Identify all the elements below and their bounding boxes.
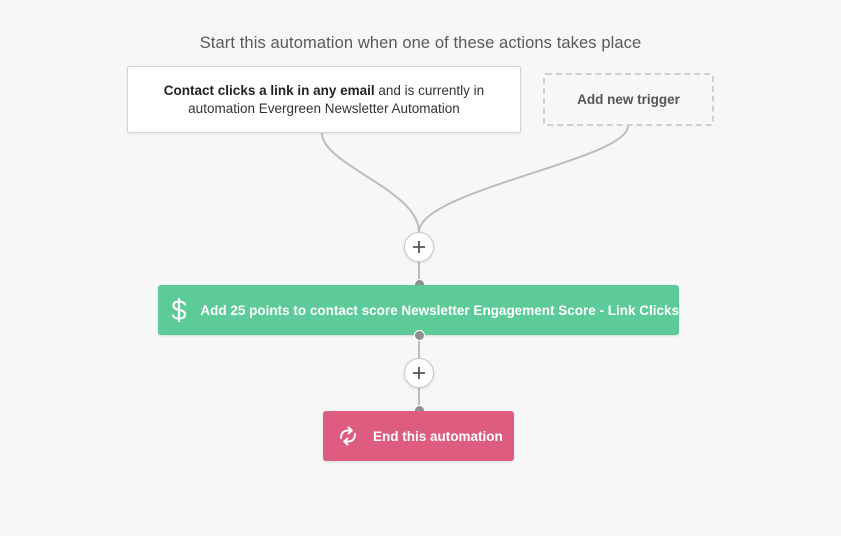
action-icon-wrap — [158, 297, 199, 323]
end-automation-card[interactable]: End this automation — [323, 411, 514, 461]
trigger-bold-text: Contact clicks a link in any email — [163, 82, 375, 98]
action-card-add-points[interactable]: Add 25 points to contact score Newslette… — [158, 285, 679, 335]
trigger-connector-right — [418, 125, 629, 233]
refresh-arrows-icon — [340, 426, 356, 446]
trigger-card[interactable]: Contact clicks a link in any email and i… — [127, 66, 521, 133]
dollar-icon — [171, 298, 186, 322]
page-heading: Start this automation when one of these … — [199, 34, 642, 52]
add-step-button-2[interactable] — [404, 358, 434, 388]
plus-icon — [413, 367, 425, 379]
plus-icon — [413, 241, 425, 253]
trigger-connector-left — [321, 132, 420, 233]
trigger-description: Contact clicks a link in any email and i… — [148, 82, 500, 118]
connector-dot — [414, 330, 425, 341]
end-label: End this automation — [373, 428, 503, 444]
trigger-rest-text: and is currently in automation Evergreen… — [188, 82, 485, 116]
add-new-trigger-button[interactable]: Add new trigger — [543, 73, 714, 126]
end-icon-wrap — [323, 426, 373, 446]
action-label: Add 25 points to contact score Newslette… — [200, 302, 679, 318]
add-step-button-1[interactable] — [404, 232, 434, 262]
